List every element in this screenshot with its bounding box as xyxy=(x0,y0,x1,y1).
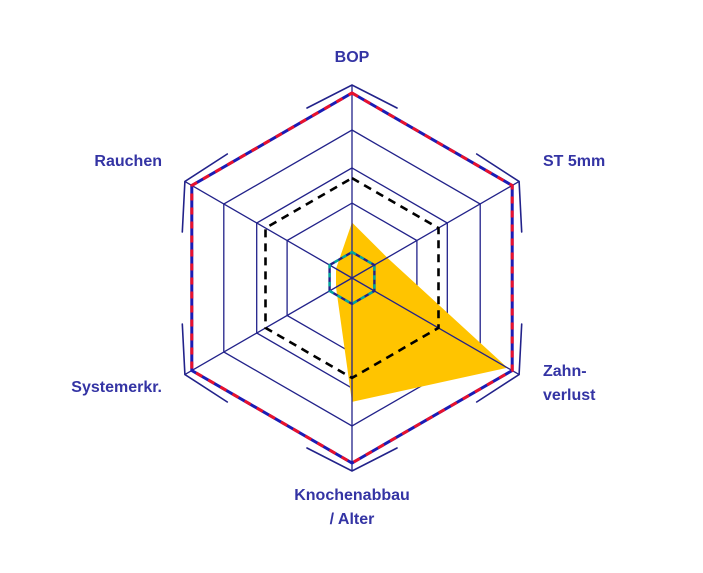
moderate-risk-boundary xyxy=(264,176,440,380)
axis-spoke-zahn-verlust xyxy=(351,277,520,376)
axis-label-rauchen: Rauchen xyxy=(94,153,162,170)
axis-spoke-systemerkr xyxy=(184,277,353,376)
axis-end-bracket-zahn-verlust xyxy=(475,323,523,403)
axis-spoke-st-5mm xyxy=(351,180,520,279)
axis-end-bracket-st-5mm xyxy=(475,153,523,233)
axis-label-bop: BOP xyxy=(335,49,370,66)
axis-spoke-rauchen xyxy=(184,180,353,279)
axis-end-bracket-bop xyxy=(306,84,398,109)
axis-label-systemerkr: Systemerkr. xyxy=(71,379,162,396)
series-polygon-patient-risk-profile xyxy=(336,222,508,402)
axis-label-knochenabbau-alter: Knochenabbau/ Alter xyxy=(294,487,410,528)
axis-label-zahn-verlust: Zahn-verlust xyxy=(543,363,596,404)
axis-end-bracket-knochenabbau-alter xyxy=(306,447,398,472)
axis-end-bracket-systemerkr xyxy=(181,323,229,403)
high-risk-boundary xyxy=(190,91,514,465)
low-risk-boundary xyxy=(328,250,376,306)
axis-end-bracket-rauchen xyxy=(181,153,229,233)
axis-label-st-5mm: ST 5mm xyxy=(543,153,605,170)
